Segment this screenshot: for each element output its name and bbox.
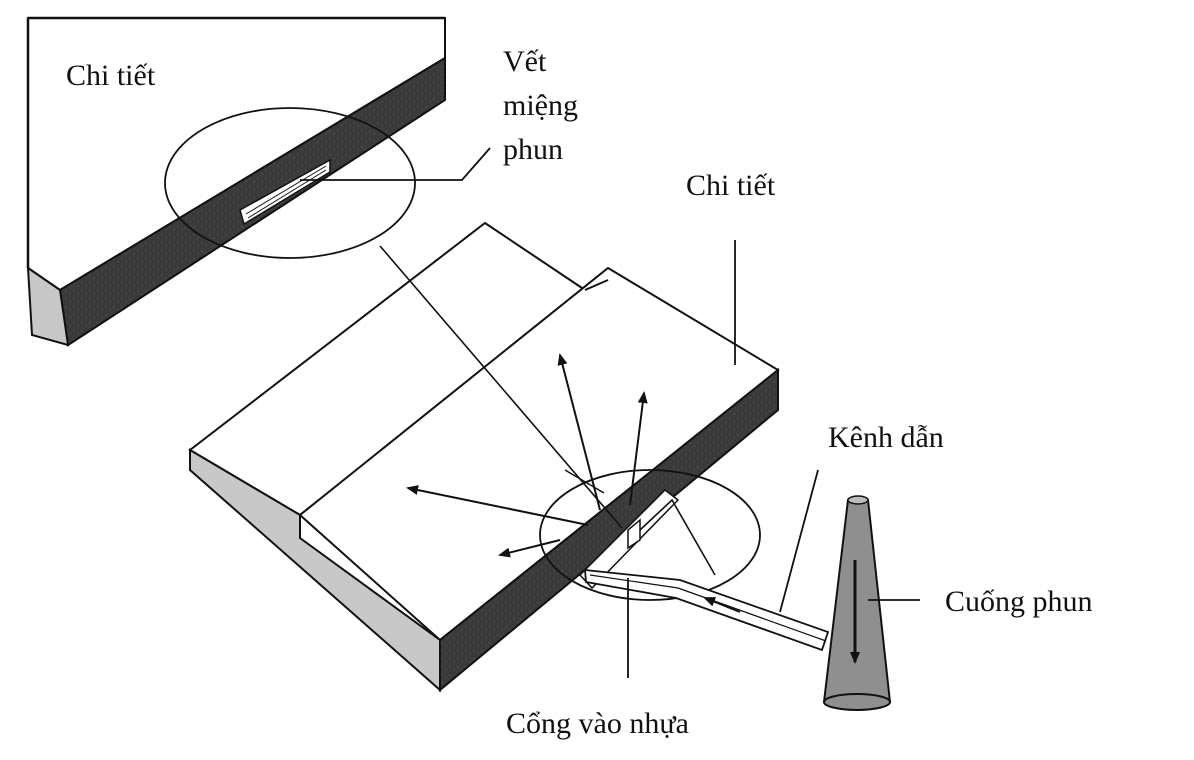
label-part-top: Chi tiết	[66, 59, 156, 92]
gate-mark-slot	[239, 158, 331, 226]
label-gate: Cổng vào nhựa	[506, 707, 689, 740]
flow-arrow	[557, 353, 601, 511]
label-runner: Kênh dẫn	[828, 421, 944, 454]
label-gate-mark-line3: phun	[503, 133, 563, 166]
label-sprue: Cuống phun	[945, 585, 1093, 618]
zoom-leader-1	[379, 245, 623, 529]
flow-arrow	[629, 391, 648, 506]
zoom-leader-2	[564, 469, 605, 494]
runner-channel	[584, 568, 830, 652]
label-gate-mark-line1: Vết	[503, 45, 547, 78]
label-gate-mark-line2: miệng	[503, 89, 578, 122]
enlarged-view-ellipse	[164, 107, 416, 259]
sprue	[822, 495, 920, 711]
label-part-main: Chi tiết	[686, 169, 776, 202]
main-part-dark-side	[439, 367, 779, 693]
enlarged-part-view	[26, 16, 491, 347]
flow-arrow	[498, 539, 561, 558]
runner-leader	[779, 469, 819, 613]
runner	[584, 469, 830, 652]
gate-ellipse	[539, 469, 761, 601]
main-part	[188, 221, 780, 693]
flow-arrow	[406, 485, 589, 526]
enlarged-part-light-side	[26, 266, 70, 347]
runner-arrow	[703, 597, 741, 613]
sprue-cone	[822, 499, 892, 703]
gate-mark-leader	[300, 147, 491, 181]
